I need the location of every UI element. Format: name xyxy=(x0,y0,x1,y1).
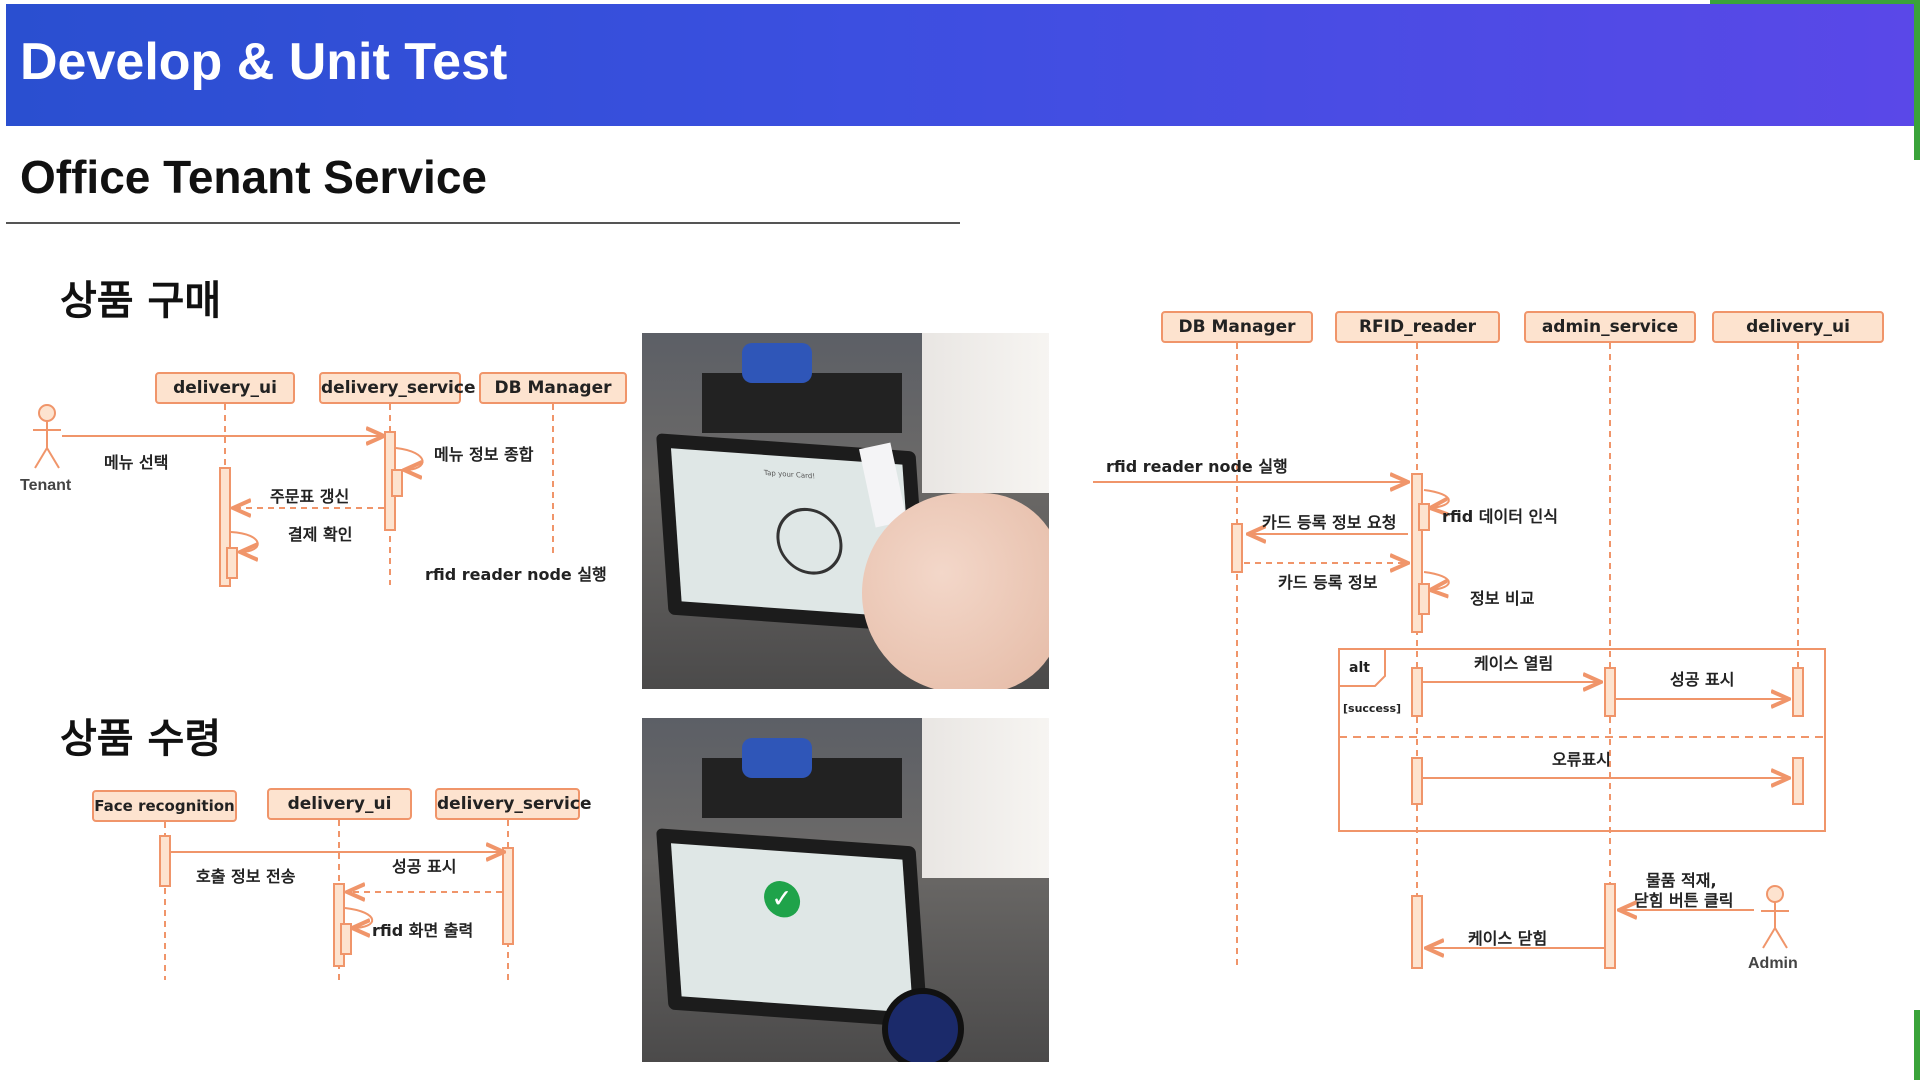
success-check-icon: ✓ xyxy=(762,879,802,919)
screen-prompt: Tap your Card! xyxy=(763,468,816,481)
msg-rfid-node-run: rfid reader node 실행 xyxy=(425,565,607,584)
robot-photo-rfid: Tap your Card! xyxy=(642,333,1049,689)
lifeline-db-manager: DB Manager xyxy=(479,372,627,404)
lifeline-admin-service: admin_service xyxy=(1524,311,1696,343)
corner-accent-bottom xyxy=(1914,1010,1920,1080)
rfid-lifelines xyxy=(1236,343,1799,968)
msg-card-info: 카드 등록 정보 xyxy=(1278,573,1378,592)
subtitle-divider xyxy=(6,222,960,224)
msg-rfid-node-run: rfid reader node 실행 xyxy=(1106,457,1288,476)
msg-menu-info-collect: 메뉴 정보 종합 xyxy=(434,445,534,464)
section-title-purchase: 상품 구매 xyxy=(60,278,222,324)
msg-order-update: 주문표 갱신 xyxy=(270,487,349,506)
msg-success-display: 성공 표시 xyxy=(1670,670,1734,689)
msg-case-open: 케이스 열림 xyxy=(1474,654,1553,673)
msg-case-close: 케이스 닫힘 xyxy=(1468,929,1547,948)
page-title: Develop & Unit Test xyxy=(20,33,508,91)
tenant-label: Tenant xyxy=(20,477,72,494)
section-title-receive: 상품 수령 xyxy=(60,716,222,762)
hand xyxy=(862,493,1049,689)
msg-success-display: 성공 표시 xyxy=(392,857,456,876)
msg-info-compare: 정보 비교 xyxy=(1470,589,1535,608)
admin-actor-icon xyxy=(1761,885,1789,949)
lifeline-delivery-ui: delivery_ui xyxy=(1712,311,1884,343)
msg-call-info-send: 호출 정보 전송 xyxy=(196,867,296,886)
tenant-actor-icon xyxy=(33,404,61,469)
lifeline-face-recognition: Face recognition xyxy=(92,790,237,822)
lifeline-db-manager: DB Manager xyxy=(1161,311,1313,343)
lifeline-delivery-service: delivery_service xyxy=(319,372,475,404)
msg-card-info-request: 카드 등록 정보 요청 xyxy=(1262,513,1396,532)
admin-label: Admin xyxy=(1748,955,1798,972)
robot-photo-success: ✓ xyxy=(642,718,1049,1062)
msg-close-button-click: 닫힘 버튼 클릭 xyxy=(1634,891,1733,910)
lifeline-rfid-reader: RFID_reader xyxy=(1335,311,1500,343)
alt-label: alt xyxy=(1349,660,1370,676)
msg-payment-confirm: 결제 확인 xyxy=(288,525,352,544)
slide-subtitle: Office Tenant Service xyxy=(20,151,487,203)
msg-error-display: 오류표시 xyxy=(1552,750,1611,769)
msg-load-item: 물품 적재, xyxy=(1646,871,1717,890)
nfc-icon xyxy=(774,505,845,577)
lifeline-delivery-ui: delivery_ui xyxy=(267,788,412,820)
msg-rfid-data-recognize: rfid 데이터 인식 xyxy=(1442,507,1558,526)
robot-wheel xyxy=(882,988,964,1062)
lifeline-delivery-service: delivery_service xyxy=(435,788,591,820)
msg-menu-select: 메뉴 선택 xyxy=(104,453,168,472)
corner-accent-top xyxy=(1710,0,1920,4)
header-bar: Develop & Unit Test xyxy=(6,4,1916,126)
alt-guard-success: [success] xyxy=(1343,702,1401,715)
msg-rfid-screen: rfid 화면 출력 xyxy=(372,921,473,940)
corner-accent-side xyxy=(1914,0,1920,160)
lifeline-delivery-ui: delivery_ui xyxy=(155,372,295,404)
